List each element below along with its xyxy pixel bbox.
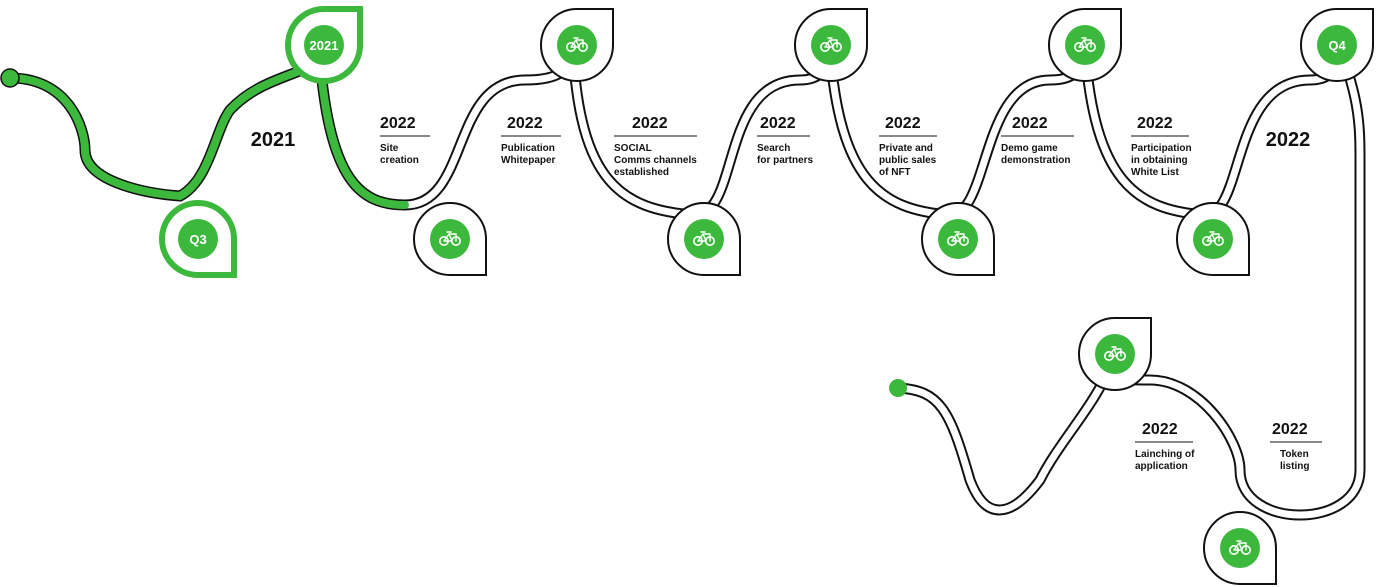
node-q3: Q3: [158, 200, 237, 278]
milestone: 2022 Demo game demonstration: [1001, 115, 1074, 166]
milestone: 2022 Lainching of application: [1135, 421, 1195, 472]
svg-text:Comms channels: Comms channels: [614, 155, 697, 166]
svg-text:Lainching of: Lainching of: [1135, 449, 1195, 460]
svg-text:application: application: [1135, 461, 1188, 472]
svg-text:2022: 2022: [507, 115, 543, 132]
node-bottom-1: [412, 202, 487, 276]
svg-text:Demo game: Demo game: [1001, 143, 1058, 154]
svg-text:SOCIAL: SOCIAL: [614, 143, 652, 154]
svg-text:of NFT: of NFT: [879, 167, 911, 178]
milestone: 2022 SOCIAL Comms channels established: [614, 115, 697, 178]
svg-text:2022: 2022: [1142, 421, 1178, 438]
svg-text:established: established: [614, 167, 669, 178]
svg-text:Q3: Q3: [189, 232, 206, 247]
progress-track: [6, 52, 409, 209]
svg-text:in obtaining: in obtaining: [1131, 155, 1188, 166]
svg-text:Site: Site: [380, 143, 399, 154]
svg-text:for partners: for partners: [757, 155, 814, 166]
node-bottom-3: [920, 202, 995, 276]
end-dot: [889, 379, 907, 397]
svg-text:2022: 2022: [760, 115, 796, 132]
svg-text:Private and: Private and: [879, 143, 933, 154]
node-q4: Q4: [1299, 8, 1374, 82]
milestone: 2022 Publication Whitepaper: [501, 115, 561, 166]
node-top-2: [793, 8, 868, 82]
svg-text:demonstration: demonstration: [1001, 155, 1070, 166]
svg-text:Whitepaper: Whitepaper: [501, 155, 556, 166]
svg-text:2022: 2022: [380, 115, 416, 132]
node-bottom-2: [666, 202, 741, 276]
start-dot: [0, 68, 20, 88]
milestone: 2022 Token listing: [1270, 421, 1322, 472]
svg-text:Q4: Q4: [1328, 38, 1346, 53]
node-bottom-4: [1175, 202, 1250, 276]
svg-text:creation: creation: [380, 155, 419, 166]
svg-text:2021: 2021: [310, 38, 339, 53]
svg-text:2022: 2022: [1012, 115, 1048, 132]
node-2021: 2021: [284, 6, 363, 84]
svg-text:public sales: public sales: [879, 155, 937, 166]
svg-text:Publication: Publication: [501, 143, 555, 154]
milestone: 2022 Search for partners: [757, 115, 814, 166]
milestone: 2022 Participation in obtaining White Li…: [1131, 115, 1192, 178]
svg-text:2022: 2022: [632, 115, 668, 132]
year-label-2022: 2022: [1266, 129, 1311, 151]
milestone: 2022 Site creation: [380, 115, 430, 166]
year-label-2021: 2021: [251, 129, 296, 151]
svg-text:listing: listing: [1280, 461, 1309, 472]
node-top-3: [1047, 8, 1122, 82]
svg-text:2022: 2022: [1137, 115, 1173, 132]
svg-text:2022: 2022: [885, 115, 921, 132]
svg-text:Token: Token: [1280, 449, 1309, 460]
svg-text:Participation: Participation: [1131, 143, 1192, 154]
node-top-1: [539, 8, 614, 82]
svg-text:White List: White List: [1131, 167, 1179, 178]
node-bottom-5: [1202, 511, 1277, 585]
node-top-4: [1077, 317, 1152, 391]
svg-text:Search: Search: [757, 143, 790, 154]
milestone: 2022 Private and public sales of NFT: [879, 115, 937, 178]
svg-text:2022: 2022: [1272, 421, 1308, 438]
